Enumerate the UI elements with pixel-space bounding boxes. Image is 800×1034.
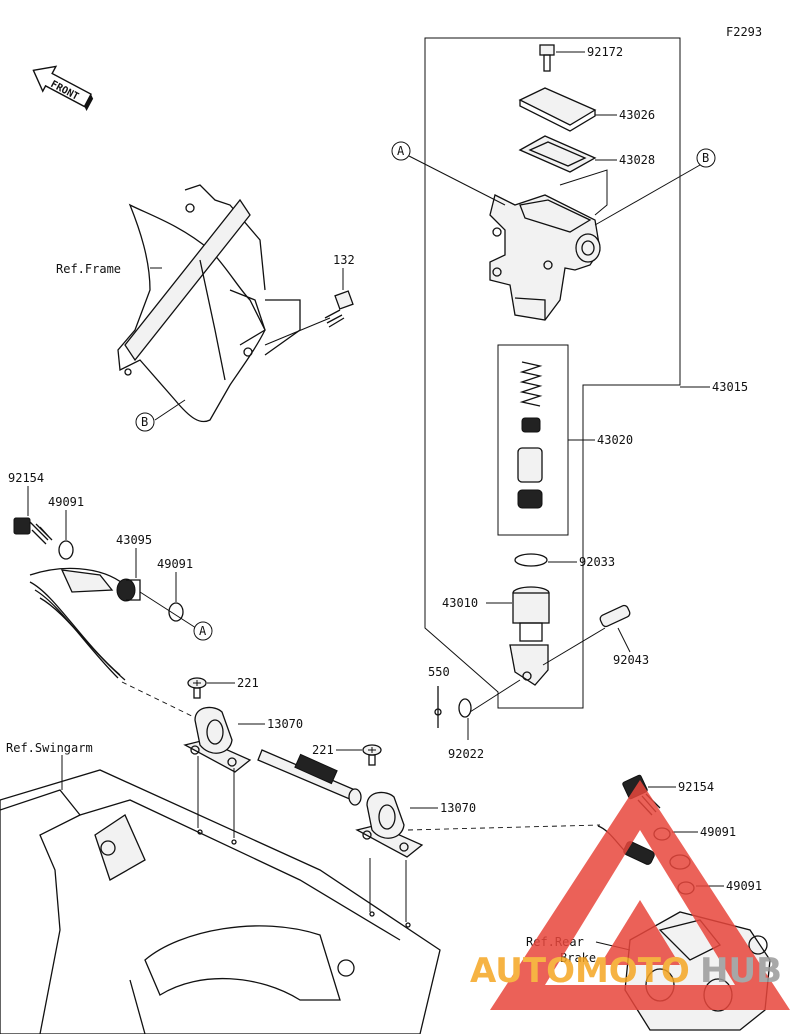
- washer-49091-a: [58, 510, 74, 560]
- part-13070-a-label: 13070: [267, 717, 303, 731]
- part-49091-c-label: 49091: [700, 825, 736, 839]
- circlip-92033: [514, 553, 577, 567]
- bolt-132: [264, 268, 354, 346]
- diaphragm-43028: [518, 135, 617, 173]
- secondary-cup: [517, 489, 543, 509]
- washer-92022: [458, 679, 521, 740]
- callout-b-frame: [135, 412, 155, 432]
- part-92022-label: 92022: [448, 747, 484, 761]
- callout-b-top-text: B: [702, 151, 709, 165]
- part-92154-bottom-label: 92154: [678, 780, 714, 794]
- callout-a-hose-text: A: [199, 624, 207, 638]
- banjo-bolt-92154-top: [13, 486, 53, 545]
- diagram-code: F2293: [726, 25, 762, 39]
- brake-hose-43095: [29, 548, 201, 721]
- part-43010-label: 43010: [442, 596, 478, 610]
- part-92033-label: 92033: [579, 555, 615, 569]
- bolt-92172: [539, 44, 585, 72]
- cotter-pin-550: [434, 686, 442, 728]
- part-13070-b-label: 13070: [440, 801, 476, 815]
- part-43095-label: 43095: [116, 533, 152, 547]
- part-49091-a-label: 49091: [48, 495, 84, 509]
- part-92172-label: 92172: [587, 45, 623, 59]
- part-49091-b-label: 49091: [157, 557, 193, 571]
- part-550-label: 550: [428, 665, 450, 679]
- part-92043-label: 92043: [613, 653, 649, 667]
- watermark-text-gray: HUB: [700, 951, 782, 991]
- front-arrow-icon: FRONT: [32, 65, 94, 112]
- push-rod-43010: [486, 586, 550, 686]
- part-43028-label: 43028: [619, 153, 655, 167]
- part-49091-d-label: 49091: [726, 879, 762, 893]
- callout-a-top: [391, 141, 411, 161]
- brake-pipe: [257, 749, 362, 806]
- clamp-13070-a: [183, 706, 265, 838]
- part-43026-label: 43026: [619, 108, 655, 122]
- watermark-inner-triangle-icon: [600, 900, 680, 965]
- watermark-triangle-icon: [490, 780, 790, 1010]
- piston: [517, 447, 543, 483]
- frame-bracket: [117, 184, 301, 423]
- swingarm: [0, 755, 441, 1034]
- assembly-43015-frame: [424, 37, 681, 709]
- spring: [519, 361, 543, 407]
- ref-frame-label: Ref.Frame: [56, 262, 121, 276]
- screw-221-b: [336, 744, 382, 766]
- part-221-b-label: 221: [312, 743, 334, 757]
- clamp-13070-b: [355, 791, 601, 922]
- part-92154-top-label: 92154: [8, 471, 44, 485]
- watermark-text-orange: AUTOMOTO: [470, 951, 690, 991]
- callout-b-top: [696, 148, 716, 168]
- primary-cup: [521, 417, 541, 433]
- callout-b-frame-text: B: [141, 415, 148, 429]
- washer-49091-b: [139, 572, 197, 629]
- callout-a-hose: [193, 621, 213, 641]
- part-43020-label: 43020: [597, 433, 633, 447]
- screw-221-a: [187, 677, 235, 699]
- part-132-label: 132: [333, 253, 355, 267]
- master-cylinder-body: [489, 164, 701, 321]
- subassembly-43020-frame: [497, 344, 569, 536]
- cap-43026: [518, 87, 617, 132]
- pin-92043: [542, 604, 631, 666]
- automotohub-watermark: AUTOMOTO HUB: [470, 780, 790, 1010]
- callout-a-top-text: A: [397, 144, 405, 158]
- ref-swingarm-label: Ref.Swingarm: [6, 741, 93, 755]
- ref-brake-label: Brake: [560, 951, 596, 965]
- part-221-a-label: 221: [237, 676, 259, 690]
- part-43015-label: 43015: [712, 380, 748, 394]
